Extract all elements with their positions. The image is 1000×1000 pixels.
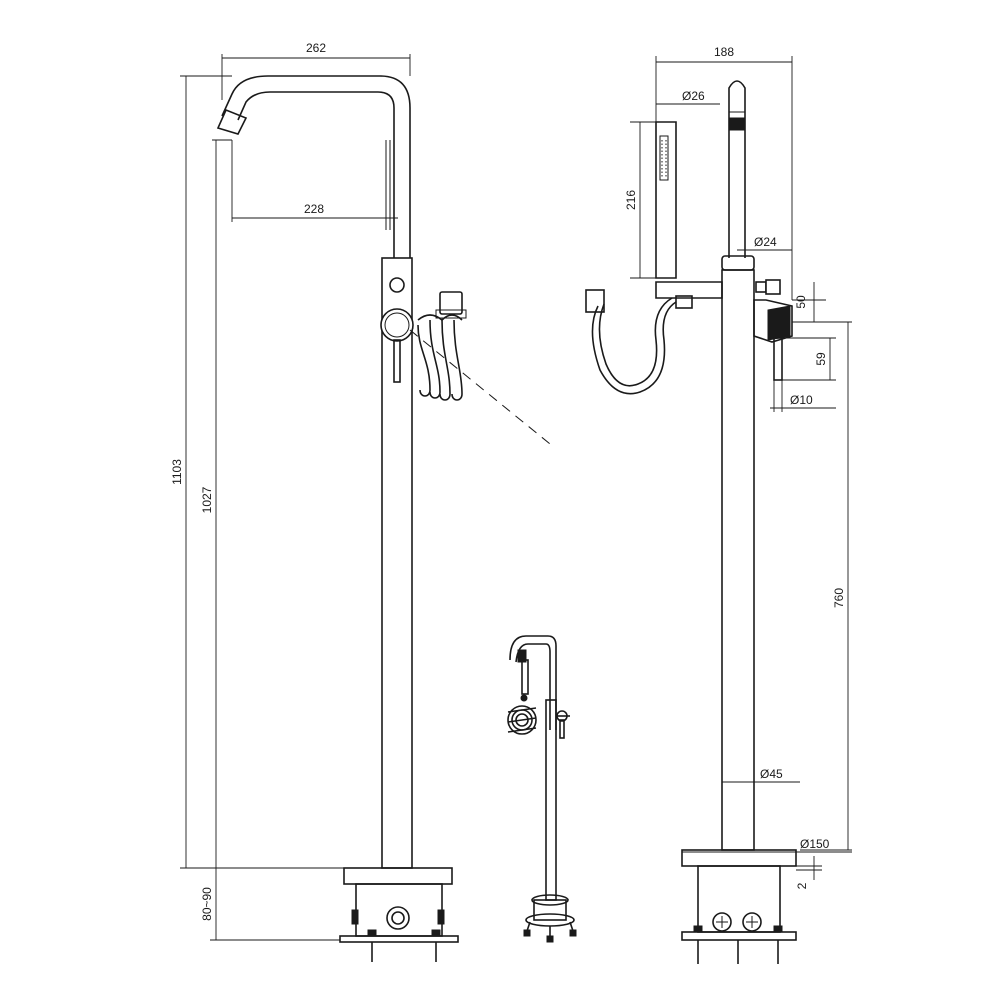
front-spout <box>221 75 411 258</box>
dim-760: 760 <box>832 588 846 608</box>
dim-216: 216 <box>624 190 638 210</box>
dim-59: 59 <box>814 352 828 366</box>
dim-80-90: 80~90 <box>200 887 214 921</box>
side-column <box>721 269 755 851</box>
dim-1103: 1103 <box>170 459 184 485</box>
side-concealed-body <box>697 865 781 933</box>
side-mounting-plate <box>681 931 797 941</box>
front-section-line <box>409 329 556 449</box>
front-base-cover <box>343 867 453 885</box>
front-lever-knob <box>380 308 414 342</box>
front-diverter-knob <box>389 277 405 293</box>
front-coiled-hose <box>417 291 467 401</box>
dim-228: 228 <box>304 202 324 216</box>
side-hand-shower <box>655 121 677 279</box>
front-mounting-plate <box>339 935 459 943</box>
perspective-view <box>507 635 577 943</box>
perspective-hose <box>507 705 537 735</box>
dim-d150: Ø150 <box>800 837 830 851</box>
dim-d26: Ø26 <box>682 89 705 103</box>
dim-188: 188 <box>714 45 734 59</box>
side-hose <box>591 301 677 395</box>
side-lever-body <box>753 299 793 343</box>
dim-d10: Ø10 <box>790 393 813 407</box>
front-column <box>381 257 413 869</box>
dim-d45: Ø45 <box>760 767 783 781</box>
front-view: 262 228 1103 1027 80~90 <box>170 41 556 962</box>
dim-50: 50 <box>794 295 808 309</box>
dim-2: 2 <box>795 882 809 889</box>
dim-1027: 1027 <box>200 486 214 513</box>
dim-262: 262 <box>306 41 326 55</box>
dim-d24: Ø24 <box>754 235 777 249</box>
side-view: 188 Ø26 216 Ø24 50 59 Ø10 760 Ø45 <box>585 45 852 964</box>
front-lever-handle <box>393 339 401 383</box>
side-spout <box>728 80 746 258</box>
side-lever-stem <box>773 337 783 381</box>
